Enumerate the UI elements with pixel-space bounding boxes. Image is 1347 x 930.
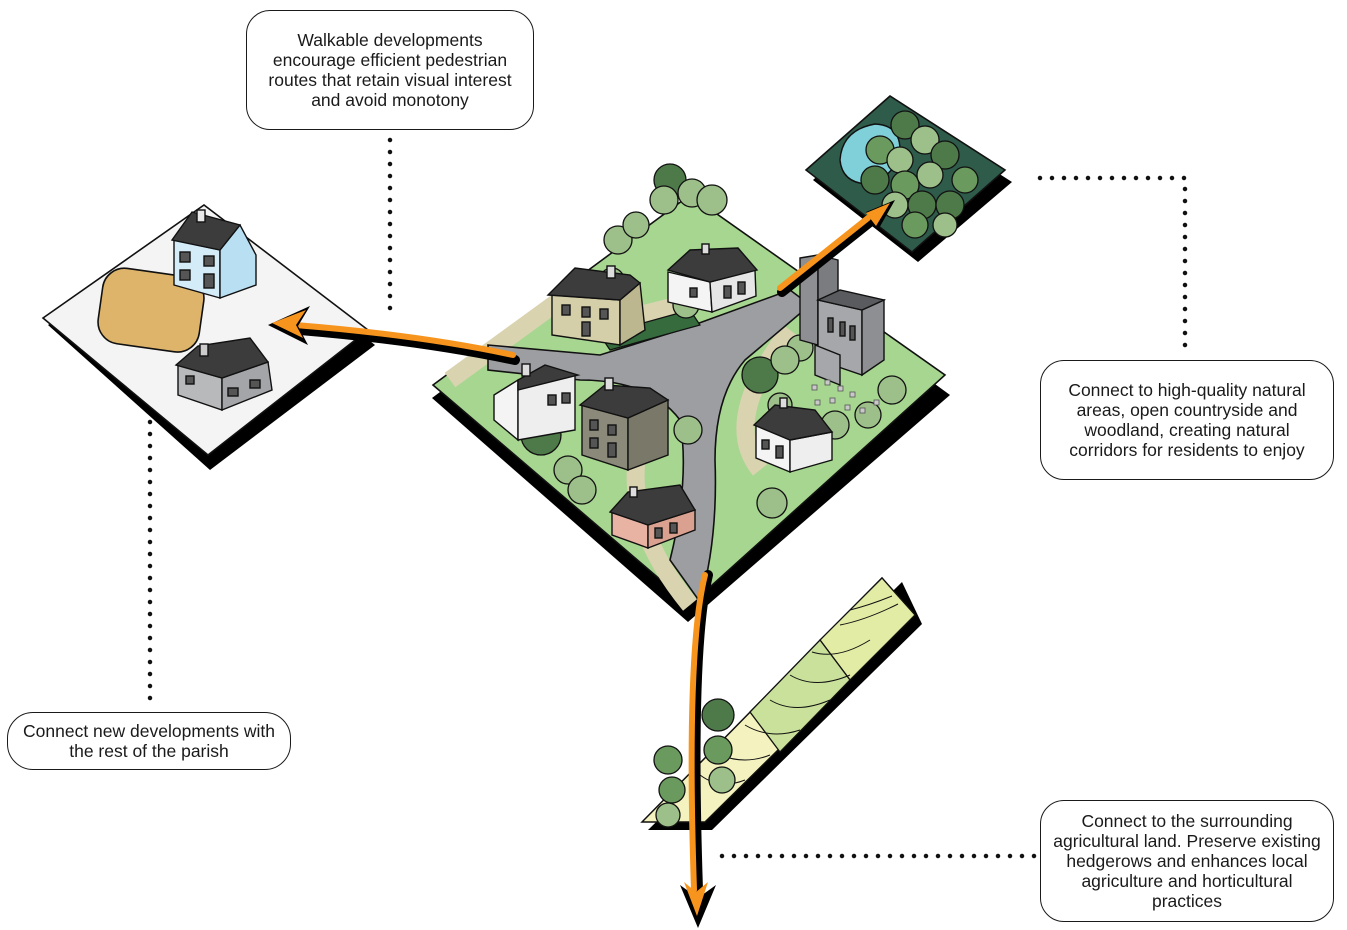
village-tile xyxy=(431,163,950,622)
callout-connect-parish: Connect new developments with the rest o… xyxy=(7,712,291,770)
callout-natural-areas: Connect to high-quality natural areas, o… xyxy=(1040,360,1334,480)
arrow-to-development xyxy=(295,325,520,365)
church xyxy=(799,254,887,387)
white-house-left xyxy=(493,363,581,442)
callout-walkable-developments: Walkable developments encourage efficien… xyxy=(246,10,534,130)
callout-agricultural-land: Connect to the surrounding agricultural … xyxy=(1040,800,1334,922)
pink-house xyxy=(608,484,697,550)
beige-house xyxy=(546,265,646,347)
white-house-right xyxy=(752,397,834,474)
arrow-to-woodland xyxy=(777,217,875,297)
blue-house xyxy=(170,209,257,299)
new-development-tile xyxy=(41,204,375,470)
woodland-tile xyxy=(804,95,1012,262)
leader-natural xyxy=(1037,175,1188,359)
brown-house xyxy=(578,377,670,472)
grey-house xyxy=(174,337,273,412)
connector-arrows xyxy=(268,200,895,928)
sandpit xyxy=(97,267,205,353)
white-house-top xyxy=(666,243,759,313)
arrow-to-fields xyxy=(690,570,713,895)
agricultural-fields xyxy=(640,576,922,830)
